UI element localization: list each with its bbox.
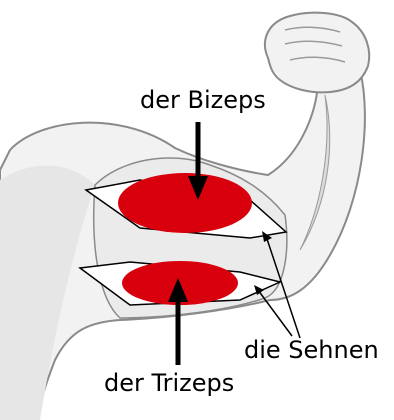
triceps-label: der Trizeps bbox=[104, 371, 234, 395]
tendons-label: die Sehnen bbox=[244, 338, 379, 362]
biceps-label: der Bizeps bbox=[140, 88, 266, 112]
biceps-belly bbox=[118, 173, 252, 233]
fist-shape bbox=[265, 13, 369, 93]
